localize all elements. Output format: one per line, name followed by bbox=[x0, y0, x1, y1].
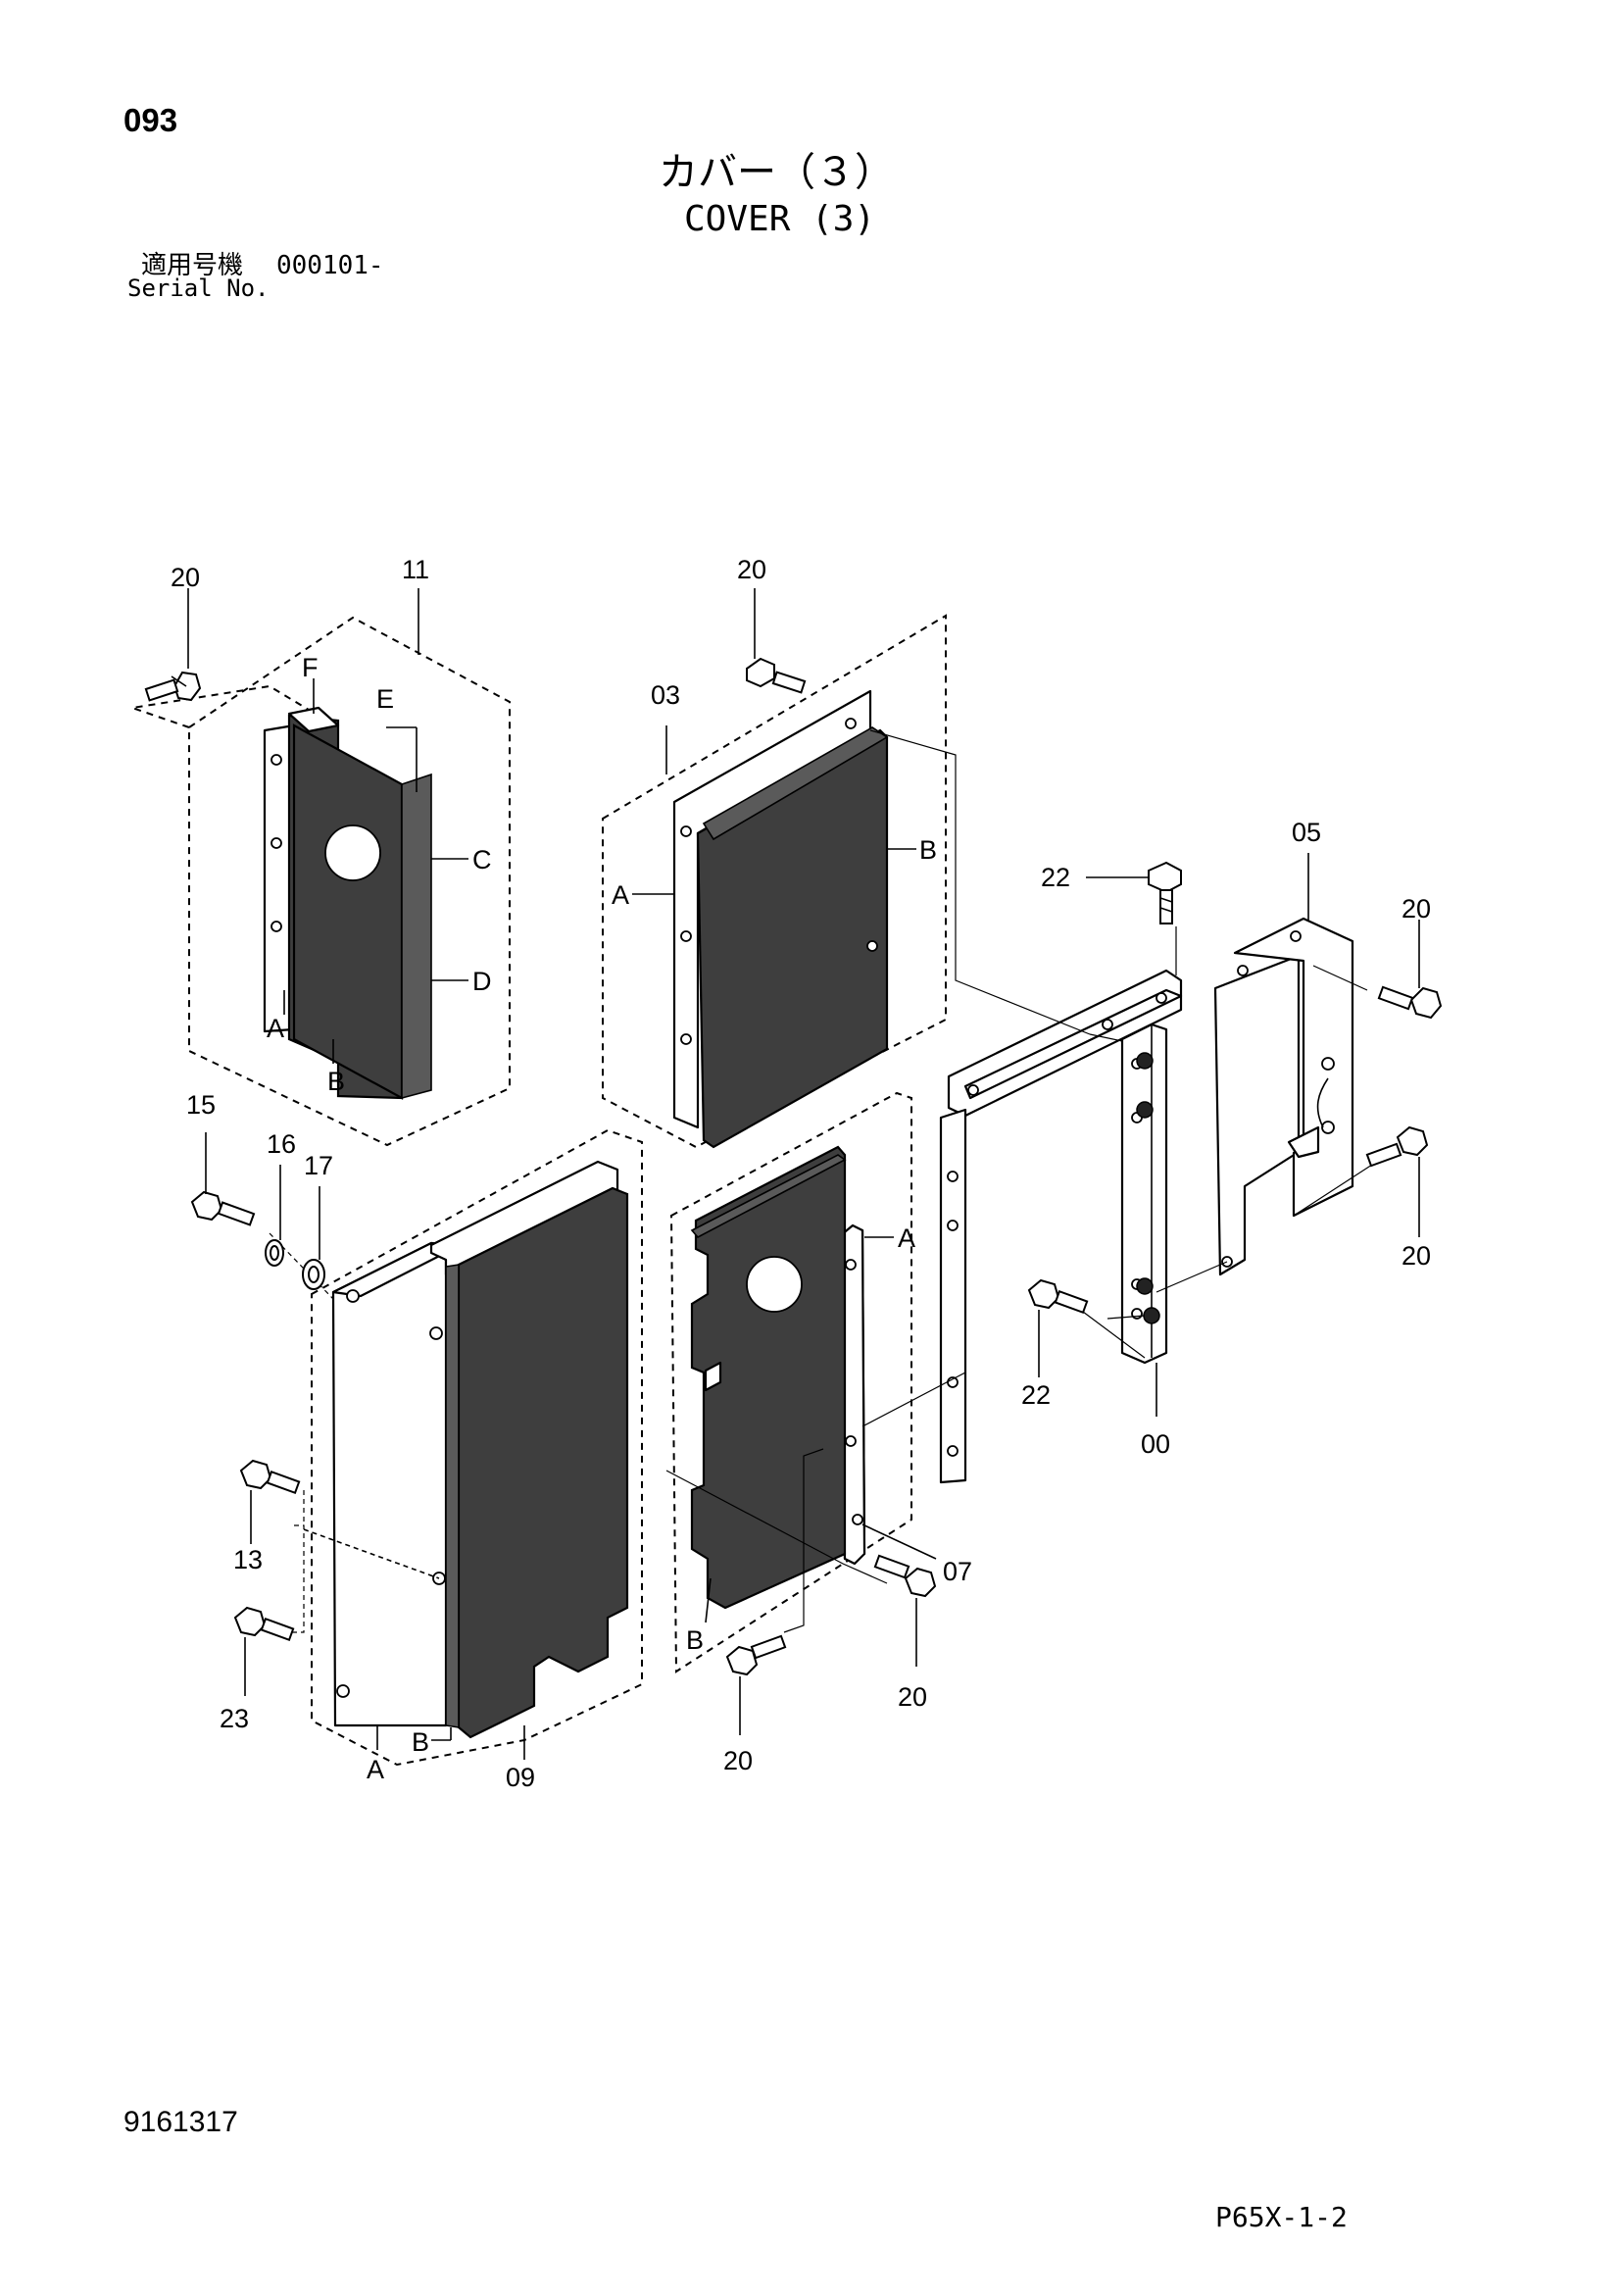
fastener-spring-washer-16 bbox=[265, 1239, 284, 1267]
part-05-bracket bbox=[1213, 954, 1301, 1276]
callout-07: 07 bbox=[943, 1557, 972, 1586]
fastener-bolt-23 bbox=[233, 1606, 295, 1642]
part-09-felt-edge bbox=[445, 1264, 460, 1728]
part-11-extension bbox=[131, 684, 339, 728]
letter-a: A bbox=[898, 1223, 915, 1253]
letter-a: A bbox=[612, 880, 629, 910]
fastener-bolt-20-upper-center bbox=[746, 657, 807, 694]
part-09-boundary bbox=[311, 1128, 643, 1767]
callout-20: 20 bbox=[1402, 1241, 1431, 1271]
letter-b: B bbox=[412, 1727, 429, 1757]
callout-09: 09 bbox=[506, 1763, 535, 1792]
part-03-boundary bbox=[602, 614, 947, 1149]
callout-20: 20 bbox=[898, 1682, 927, 1712]
callout-23: 23 bbox=[220, 1704, 249, 1733]
callout-05: 05 bbox=[1292, 818, 1321, 847]
letter-a: A bbox=[267, 1014, 284, 1043]
letter-f: F bbox=[302, 653, 319, 682]
fastener-bolt-15 bbox=[190, 1190, 256, 1226]
fastener-bolt-20-lower-left bbox=[725, 1634, 787, 1676]
part-05-group bbox=[1213, 853, 1354, 1276]
part-11-top-tab bbox=[287, 706, 340, 733]
callout-22: 22 bbox=[1021, 1380, 1051, 1410]
callout-00: 00 bbox=[1141, 1429, 1170, 1459]
assembly-lines bbox=[269, 729, 1373, 1633]
part-11-hole bbox=[270, 754, 282, 766]
letter-b: B bbox=[919, 835, 937, 865]
part-11-hole bbox=[270, 921, 282, 932]
fastener-bolt-22-lower bbox=[1027, 1278, 1089, 1315]
part-00-group bbox=[939, 969, 1183, 1484]
fastener-bolt-22-upper bbox=[1148, 861, 1182, 924]
page-title: COVER (3) bbox=[684, 199, 876, 239]
part-07-group bbox=[669, 1091, 937, 1673]
part-07-felt-edge bbox=[690, 1154, 847, 1239]
fastener-bolt-20-upper-left bbox=[144, 671, 202, 702]
fastener-bolt-13 bbox=[239, 1459, 301, 1495]
serial-label: Serial No. bbox=[127, 275, 270, 302]
part-11-hole bbox=[270, 837, 282, 849]
letter-c: C bbox=[472, 845, 492, 874]
letter-a: A bbox=[367, 1755, 384, 1784]
callout-13: 13 bbox=[233, 1545, 263, 1574]
part-11-felt-face bbox=[292, 724, 404, 1100]
page-code: 093 bbox=[123, 102, 178, 138]
part-11-group bbox=[131, 616, 511, 1147]
part-03-group bbox=[602, 614, 947, 1149]
part-09-felt-pad bbox=[457, 1186, 629, 1739]
callout-03: 03 bbox=[651, 680, 680, 710]
part-11-felt-strip bbox=[401, 773, 432, 1100]
part-00-left-leg bbox=[939, 1108, 967, 1484]
part-00-rail-face bbox=[963, 988, 1183, 1100]
callout-15: 15 bbox=[186, 1090, 216, 1120]
callout-20: 20 bbox=[1402, 894, 1431, 923]
part-11-boundary bbox=[188, 616, 511, 1147]
letter-e: E bbox=[376, 684, 394, 714]
callout-20: 20 bbox=[171, 563, 200, 592]
document-number: 9161317 bbox=[123, 2106, 238, 2138]
part-03-felt-edge bbox=[702, 726, 889, 841]
fastener-bolt-20-right-lower bbox=[1365, 1125, 1429, 1168]
callout-20: 20 bbox=[737, 555, 766, 584]
page-title-japanese: カバー（３） bbox=[659, 150, 894, 195]
callout-17: 17 bbox=[304, 1151, 333, 1180]
callout-20: 20 bbox=[723, 1746, 753, 1775]
part-07-opening bbox=[746, 1256, 803, 1313]
fastener-bolt-20-lower-right bbox=[873, 1554, 937, 1598]
serial-label-japanese: 適用号機 bbox=[141, 251, 244, 280]
part-07-boundary bbox=[669, 1091, 912, 1673]
letter-b: B bbox=[327, 1067, 345, 1096]
fastener-washer-17 bbox=[302, 1259, 325, 1290]
part-09-frame bbox=[331, 1241, 448, 1727]
part-03-felt-pad bbox=[696, 728, 889, 1149]
part-09-group bbox=[303, 1128, 643, 1767]
callout-11: 11 bbox=[402, 555, 429, 584]
callout-22: 22 bbox=[1041, 863, 1070, 892]
page-reference: P65X-1-2 bbox=[1215, 2201, 1348, 2233]
serial-number-range: 000101- bbox=[276, 251, 384, 280]
callout-16: 16 bbox=[267, 1129, 296, 1159]
part-07-felt-pad bbox=[690, 1145, 847, 1610]
part-07-frame-side bbox=[839, 1223, 866, 1566]
part-11-opening bbox=[324, 824, 381, 881]
fastener-bolt-20-right-upper bbox=[1377, 985, 1443, 1020]
letter-d: D bbox=[472, 967, 492, 996]
letter-b: B bbox=[686, 1625, 704, 1655]
